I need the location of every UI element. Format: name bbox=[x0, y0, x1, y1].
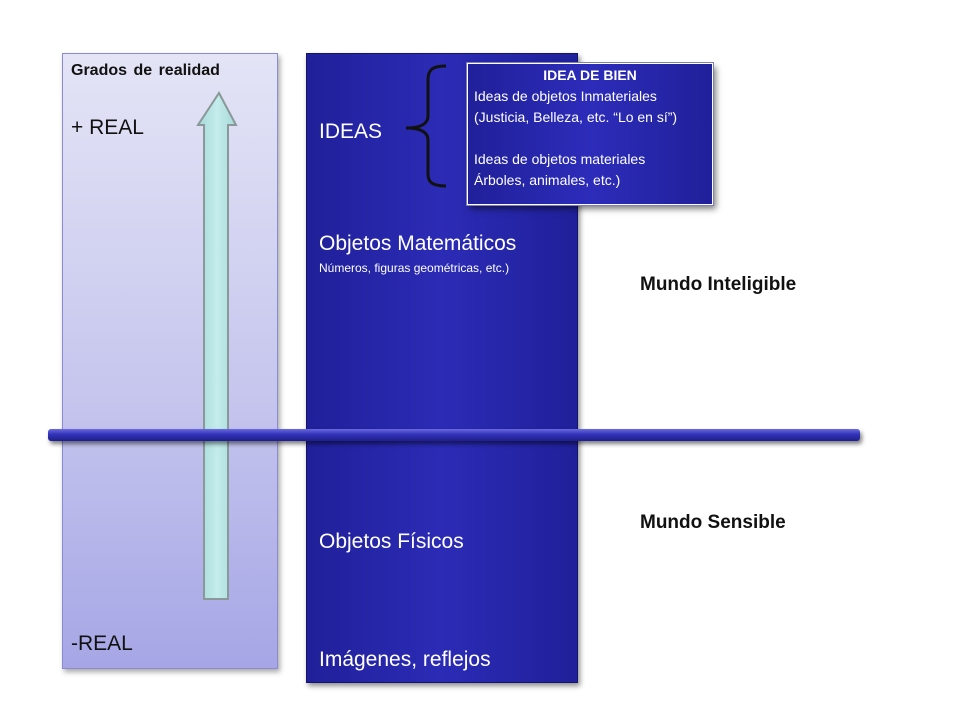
ideas-label: IDEAS bbox=[319, 120, 383, 143]
reality-levels-column: IDEAS Objetos Matemáticos Números, figur… bbox=[306, 53, 578, 683]
sensible-world-label: Mundo Sensible bbox=[640, 512, 786, 533]
curly-brace-icon bbox=[405, 64, 447, 188]
physical-objects-label: Objetos Físicos bbox=[319, 530, 464, 553]
math-objects-label: Objetos Matemáticos bbox=[319, 232, 517, 255]
more-real-label: + REAL bbox=[71, 116, 144, 139]
idea-de-bien-title: IDEA DE BIEN bbox=[543, 67, 637, 83]
up-arrow-icon bbox=[196, 91, 238, 600]
immaterial-ideas-heading: Ideas de objetos Inmateriales bbox=[474, 88, 657, 104]
immaterial-ideas-examples: (Justicia, Belleza, etc. “Lo en sí”) bbox=[474, 109, 678, 125]
world-divider-line bbox=[48, 429, 860, 441]
math-examples-label: Números, figuras geométricas, etc.) bbox=[319, 261, 510, 275]
reality-degrees-panel: Grados de realidad + REAL -REAL bbox=[62, 53, 278, 669]
less-real-label: -REAL bbox=[71, 632, 133, 655]
idea-de-bien-box: IDEA DE BIEN Ideas de objetos Inmaterial… bbox=[466, 62, 714, 206]
spacer bbox=[474, 128, 712, 149]
reality-degrees-title: Grados de realidad bbox=[71, 62, 220, 79]
material-ideas-heading: Ideas de objetos materiales bbox=[474, 151, 646, 167]
material-ideas-examples: Árboles, animales, etc.) bbox=[474, 172, 621, 188]
images-label: Imágenes, reflejos bbox=[319, 648, 491, 671]
intelligible-world-label: Mundo Inteligible bbox=[640, 274, 797, 295]
